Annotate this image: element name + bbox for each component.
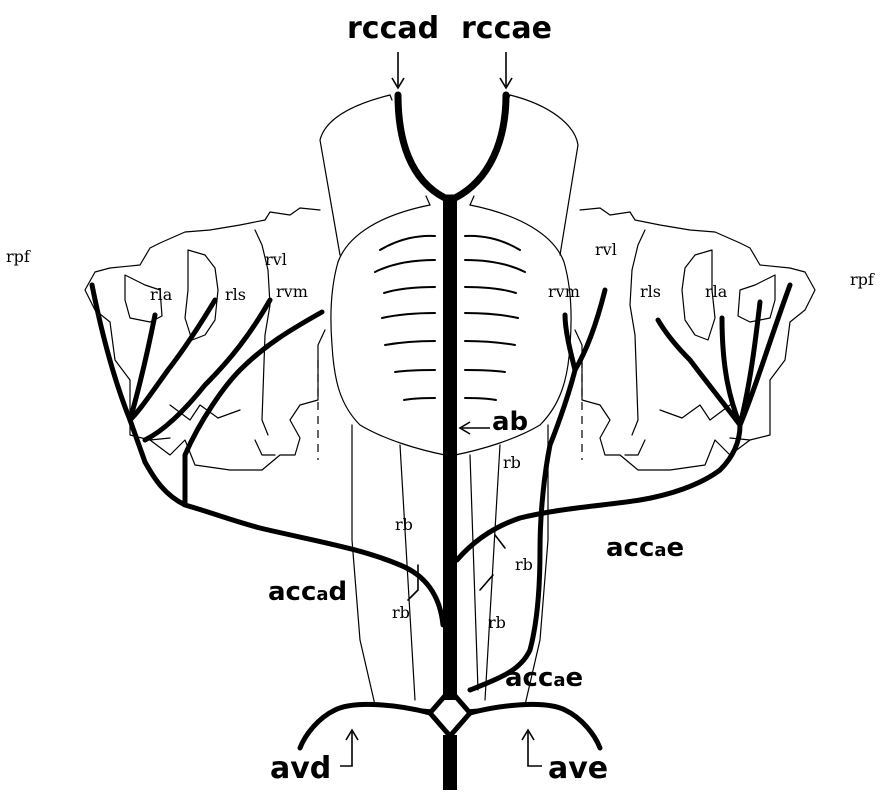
label-rccad: rccad: [347, 11, 439, 46]
left-lobe-detail: [150, 405, 275, 455]
label-accae-lower: accae: [505, 663, 583, 693]
label-rvm-right: rvm: [548, 282, 580, 301]
label-rvl-right: rvl: [595, 240, 617, 259]
label-ave: ave: [548, 751, 608, 786]
avd-arrow: [340, 730, 358, 766]
label-ab: ab: [492, 407, 528, 437]
label-rvl-left: rvl: [265, 250, 287, 269]
label-accad: accad: [268, 577, 347, 607]
label-rb-1: rb: [503, 453, 521, 472]
label-rb-5: rb: [488, 613, 506, 632]
left-lobe-outline: [85, 208, 325, 470]
accae-branch-rpf: [740, 285, 790, 425]
label-avd: avd: [270, 751, 331, 786]
label-rla-left: rla: [150, 285, 173, 304]
right-lobe-inner: [630, 230, 775, 435]
ave-arrow: [522, 730, 542, 766]
label-rb-2: rb: [395, 515, 413, 534]
label-rls-right: rls: [640, 282, 661, 301]
ave-vessel: [470, 704, 600, 748]
rccad-arrow: [392, 52, 404, 88]
label-rb-3: rb: [515, 555, 533, 574]
accae-branch-rls: [658, 318, 740, 425]
label-rpf-right: rpf: [850, 270, 875, 289]
label-accae-upper: accae: [606, 533, 684, 563]
avd-vessel: [300, 704, 430, 748]
label-rb-4: rb: [392, 603, 410, 622]
label-rccae: rccae: [461, 11, 552, 46]
rccae-arrow: [500, 52, 512, 88]
label-rpf-left: rpf: [6, 247, 31, 266]
label-rvm-left: rvm: [276, 282, 308, 301]
carotid-arch: [398, 95, 506, 198]
label-rls-left: rls: [225, 285, 246, 304]
ab-arrow: [460, 422, 490, 434]
label-rla-right: rla: [705, 282, 728, 301]
